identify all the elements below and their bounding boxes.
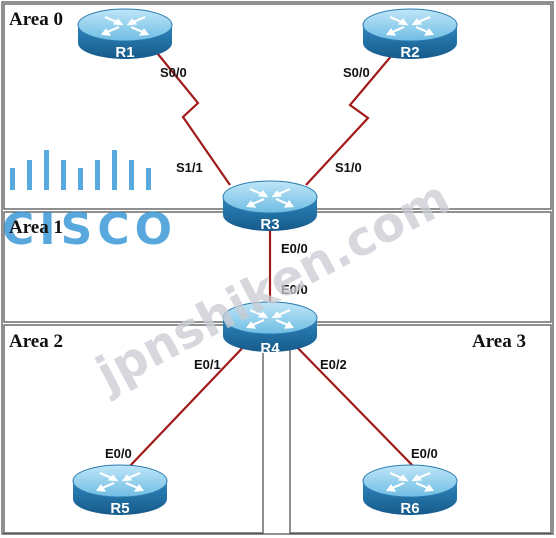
router-r2-label: R2 [400,44,419,61]
area-0-label: Area 0 [9,9,63,30]
r6-e0-0-label: E0/0 [411,446,438,461]
link-r4-r6 [289,339,416,469]
r1-s0-0-label: S0/0 [160,65,187,80]
r4-e0-1-label: E0/1 [194,357,221,372]
router-r1: R1 [76,7,174,61]
area-3-label: Area 3 [472,331,526,352]
area-1-label: Area 1 [9,217,63,238]
router-r2: R2 [361,7,459,61]
router-r6-label: R6 [400,500,419,517]
cisco-logo-watermark: CISCO [2,150,177,255]
link-r2-r3 [305,47,399,186]
r3-s1-0-label: S1/0 [335,160,362,175]
area-2-label: Area 2 [9,331,63,352]
area-2-box [3,324,264,534]
router-r1-label: R1 [115,44,134,61]
r3-e0-0-label: E0/0 [281,241,308,256]
router-r4-label: R4 [260,340,280,357]
router-r4: R4 [221,300,319,357]
r4-e0-2-label: E0/2 [320,357,347,372]
area-3-box [289,324,552,534]
r5-e0-0-label: E0/0 [105,446,132,461]
router-r3: R3 [221,179,319,233]
link-r1-r3 [152,47,231,186]
cisco-logo-text: CISCO [2,204,177,255]
router-r5-label: R5 [110,500,129,517]
r4-e0-0-label: E0/0 [281,282,308,297]
router-r6: R6 [361,463,459,517]
r2-s0-0-label: S0/0 [343,65,370,80]
r3-s1-1-label: S1/1 [176,160,203,175]
router-r5: R5 [71,463,169,517]
router-r3-label: R3 [260,216,279,233]
link-r4-r5 [127,339,251,469]
